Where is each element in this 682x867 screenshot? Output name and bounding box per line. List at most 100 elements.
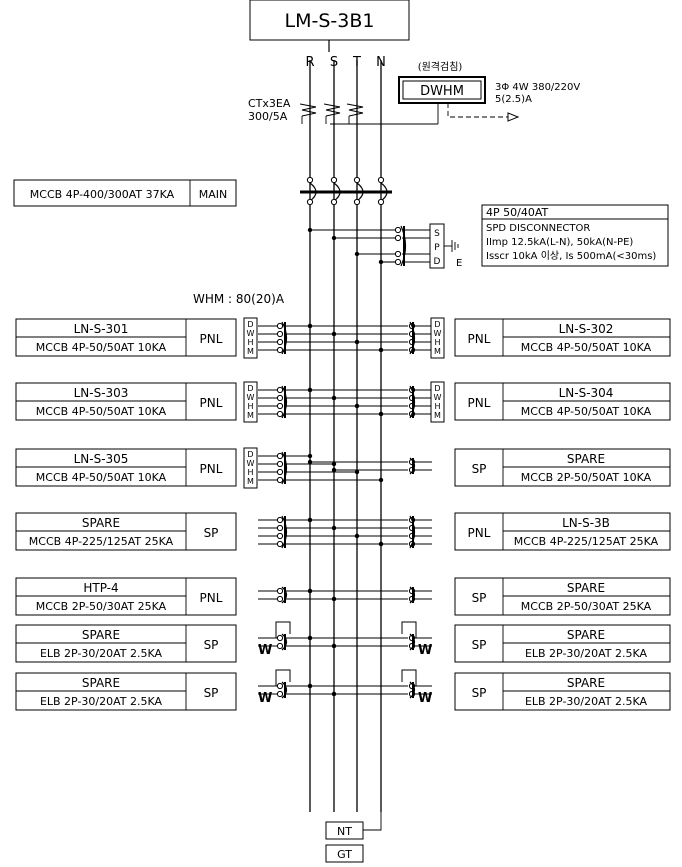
svg-text:W: W xyxy=(247,329,255,338)
right-feeder-breaker: MCCB 2P-50/50AT 10KA xyxy=(521,471,652,484)
right-feeder-breaker: MCCB 4P-50/50AT 10KA xyxy=(521,341,652,354)
svg-text:D: D xyxy=(434,384,440,393)
feeder-contact xyxy=(276,690,284,698)
meter-spec-current: 5(2.5)A xyxy=(495,94,532,105)
right-feeder-breaker: MCCB 4P-225/125AT 25KA xyxy=(514,535,659,548)
spd-contact xyxy=(394,226,402,234)
left-feeder-type: PNL xyxy=(200,332,223,346)
left-feeder-name: LN-S-301 xyxy=(74,322,129,336)
left-feeder-4: HTP-4 MCCB 2P-50/30AT 25KA PNL xyxy=(15,577,237,616)
gt-box xyxy=(325,844,364,863)
left-feeder-type: SP xyxy=(204,638,219,652)
right-feeder-type: SP xyxy=(472,686,487,700)
feeder-contact xyxy=(276,524,284,532)
title-box xyxy=(249,0,410,41)
left-feeder-name: LN-S-303 xyxy=(74,386,129,400)
feeder-contact xyxy=(276,468,284,476)
spd-contact xyxy=(394,250,402,258)
main-contact-bottom xyxy=(306,198,314,206)
feeder-contact xyxy=(276,338,284,346)
dwhm-meter-left-2: D W H M xyxy=(243,447,258,489)
elb-mark-left-5: W xyxy=(258,643,272,658)
elb-trip-loop-left xyxy=(275,621,291,638)
earth-label: E xyxy=(456,258,462,269)
right-feeder-name: LN-S-3B xyxy=(562,516,610,530)
svg-text:M: M xyxy=(434,411,441,420)
spd-impulse-rating: IImp 12.5kA(L-N), 50kA(N-PE) xyxy=(486,237,633,248)
left-feeder-name: LN-S-305 xyxy=(74,452,129,466)
feeder-contact xyxy=(276,330,284,338)
right-feeder-3: PNL LN-S-3B MCCB 4P-225/125AT 25KA xyxy=(454,512,671,551)
right-feeder-name: SPARE xyxy=(567,676,605,690)
feeder-contact xyxy=(276,587,284,595)
main-contact-bottom xyxy=(377,198,385,206)
right-feeder-0: PNL LN-S-302 MCCB 4P-50/50AT 10KA xyxy=(454,318,671,357)
main-contact-bottom xyxy=(330,198,338,206)
right-feeder-6: SP SPARE ELB 2P-30/20AT 2.5KA xyxy=(454,672,671,711)
spd-rating: 4P 50/40AT xyxy=(486,206,548,219)
feeder-contact xyxy=(276,346,284,354)
busbar-schematic xyxy=(258,60,432,812)
svg-text:W: W xyxy=(434,393,442,402)
spd-letter-p: P xyxy=(434,243,440,253)
feeder-contact xyxy=(276,540,284,548)
left-feeder-0: LN-S-301 MCCB 4P-50/50AT 10KA PNL xyxy=(15,318,237,357)
left-feeder-name: HTP-4 xyxy=(83,581,118,595)
spd-breaker-arc xyxy=(400,225,407,267)
dwhm-meter-left-0: D W H M xyxy=(243,317,258,359)
nt-box xyxy=(325,821,364,840)
left-feeder-3: SPARE MCCB 4P-225/125AT 25KA SP xyxy=(15,512,237,551)
right-feeder-name: SPARE xyxy=(567,452,605,466)
dwhm-meter-right-1: D W H M xyxy=(430,381,445,423)
feeder-contact xyxy=(276,394,284,402)
main-contact-top xyxy=(330,176,338,184)
feeder-contact xyxy=(276,452,284,460)
dwhm-meter-right-0: D W H M xyxy=(430,317,445,359)
feeder-breaker-arc xyxy=(281,451,288,485)
feeder-contact xyxy=(276,386,284,394)
feeder-breaker-arc xyxy=(409,586,416,604)
remote-signal-line xyxy=(447,103,508,118)
main-label: MAIN xyxy=(199,188,228,201)
right-feeder-type: SP xyxy=(472,591,487,605)
feeder-breaker-arc xyxy=(281,586,288,604)
svg-text:H: H xyxy=(247,468,253,477)
left-feeder-name: SPARE xyxy=(82,676,120,690)
dwhm-meter-left-1: D W H M xyxy=(243,381,258,423)
left-feeder-name: SPARE xyxy=(82,628,120,642)
left-feeder-breaker: MCCB 2P-50/30AT 25KA xyxy=(36,600,167,613)
elb-trip-loop-right xyxy=(401,621,417,638)
right-feeder-name: SPARE xyxy=(567,628,605,642)
feeder-contact xyxy=(276,595,284,603)
svg-text:W: W xyxy=(434,329,442,338)
feeder-contact xyxy=(276,682,284,690)
feeder-contact xyxy=(276,634,284,642)
feeder-contact xyxy=(276,460,284,468)
right-feeder-2: SP SPARE MCCB 2P-50/50AT 10KA xyxy=(454,448,671,487)
left-feeder-name: SPARE xyxy=(82,516,120,530)
right-feeder-type: PNL xyxy=(468,526,491,540)
elb-mark-left-6: W xyxy=(258,691,272,706)
feeder-breaker-arc xyxy=(409,515,416,549)
feeder-breaker-arc xyxy=(281,321,288,355)
left-feeder-type: PNL xyxy=(200,396,223,410)
elb-trip-loop-left xyxy=(275,669,291,686)
feeder-contact xyxy=(276,476,284,484)
main-contact-top xyxy=(353,176,361,184)
spd-letter-d: D xyxy=(434,257,441,267)
right-feeder-type: SP xyxy=(472,462,487,476)
panel-title: LM-S-3B1 xyxy=(285,10,375,32)
left-feeder-breaker: MCCB 4P-50/50AT 10KA xyxy=(36,341,167,354)
main-breaker-box xyxy=(13,179,237,207)
svg-text:H: H xyxy=(247,338,253,347)
left-feeder-breaker: ELB 2P-30/20AT 2.5KA xyxy=(40,647,163,660)
svg-text:M: M xyxy=(434,347,441,356)
main-contact-bottom xyxy=(353,198,361,206)
feeder-contact xyxy=(276,410,284,418)
feeder-contact xyxy=(276,642,284,650)
main-contact-top xyxy=(306,176,314,184)
right-feeder-breaker: MCCB 4P-50/50AT 10KA xyxy=(521,405,652,418)
elb-mark-right-6: W xyxy=(418,691,432,706)
feeder-contact xyxy=(276,532,284,540)
spd-contact xyxy=(394,234,402,242)
